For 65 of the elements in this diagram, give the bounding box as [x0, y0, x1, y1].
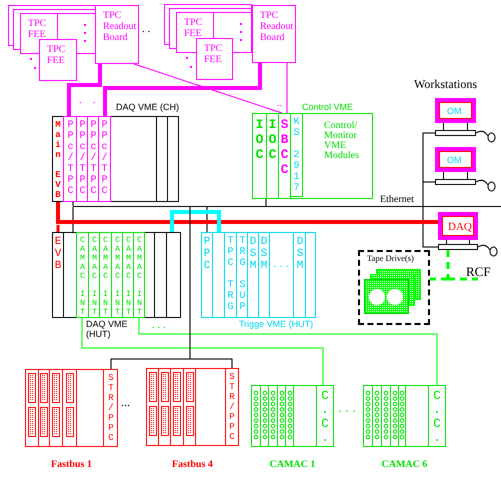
module-box: TPC FEE	[39, 39, 77, 81]
monitor-screen: OM	[435, 147, 476, 172]
connection-line	[67, 64, 102, 116]
connection-line	[286, 62, 288, 114]
module-slot: PPc/TPC	[87, 116, 99, 202]
module-box: TPC FEE	[196, 38, 233, 80]
crate-title: Fastbus 1	[51, 459, 92, 470]
ellipsis: . .	[142, 24, 150, 35]
module-slot	[398, 385, 406, 447]
endpoint-label: RCF	[466, 264, 491, 279]
tape-drive-box	[358, 250, 430, 325]
connection-line	[82, 318, 324, 386]
module-slot	[285, 385, 294, 447]
connection-line	[206, 206, 208, 232]
connection-line	[103, 63, 262, 116]
ellipsis: ...	[121, 396, 130, 408]
crate-title: Fastbus 4	[172, 459, 213, 470]
crate-title: CAMAC 6	[382, 459, 428, 470]
ellipsis: . . .	[152, 320, 166, 331]
bus-label: Ethernet	[380, 195, 414, 205]
module-slot: PPC	[201, 232, 213, 318]
connection-line	[138, 318, 438, 386]
module-slot: KS 2917	[290, 113, 303, 197]
module-slot: CAMAC INT	[111, 232, 123, 318]
module-slot: PPc/TPC	[76, 116, 88, 202]
module-box: TPC Readout Board	[95, 5, 139, 64]
monitor-screen: OM	[435, 98, 476, 123]
connection-line	[72, 202, 74, 206]
connection-line	[134, 64, 282, 114]
module-slot: PPc/TPC	[63, 116, 77, 202]
connection-line	[430, 278, 448, 280]
monitor-screen: DAQ	[438, 212, 478, 240]
connection-line	[422, 206, 438, 248]
crate-title: CAMAC 1	[270, 459, 316, 470]
module-slot: DSM	[293, 232, 306, 318]
crate-description: Control/ Monitor VME Modules	[324, 121, 360, 161]
connection-line	[72, 206, 74, 232]
connection-line	[56, 220, 438, 232]
crate-title: DAQ VME (HUT)	[86, 319, 129, 339]
ellipsis: ..	[277, 99, 282, 109]
connection-line	[170, 210, 221, 232]
module-slot	[183, 368, 196, 446]
connection-line	[448, 278, 478, 280]
crate-title: Trigge VME (HUT)	[239, 319, 314, 329]
ellipsis: · · ·	[273, 262, 290, 273]
module-box: TPC Readout Board	[252, 5, 296, 63]
module-slot: DSM	[258, 232, 270, 318]
module-slot: CAMAC INT	[122, 232, 134, 318]
crate-title: DAQ VME (CH)	[116, 102, 179, 112]
ellipsis: · · ·	[338, 405, 356, 417]
group-label: Workstations	[414, 78, 478, 90]
module-slot: CAMAC INT	[133, 232, 145, 318]
module-slot: EVB	[52, 232, 64, 318]
connection-line	[56, 202, 438, 224]
connection-line	[446, 250, 450, 279]
module-slot: PPc/TPC	[98, 116, 111, 202]
module-slot: CAMAC INT	[99, 232, 112, 318]
module-slot: CAMAC INT	[88, 232, 100, 318]
connection-line	[190, 358, 232, 368]
connection-line	[422, 132, 436, 182]
ellipsis: . .	[79, 95, 100, 106]
connection-line	[110, 358, 190, 370]
module-slot: CAMAC INT	[76, 232, 89, 318]
crate-title: Control VME	[302, 102, 354, 112]
box-title: Tape Drive(s)	[367, 254, 414, 263]
